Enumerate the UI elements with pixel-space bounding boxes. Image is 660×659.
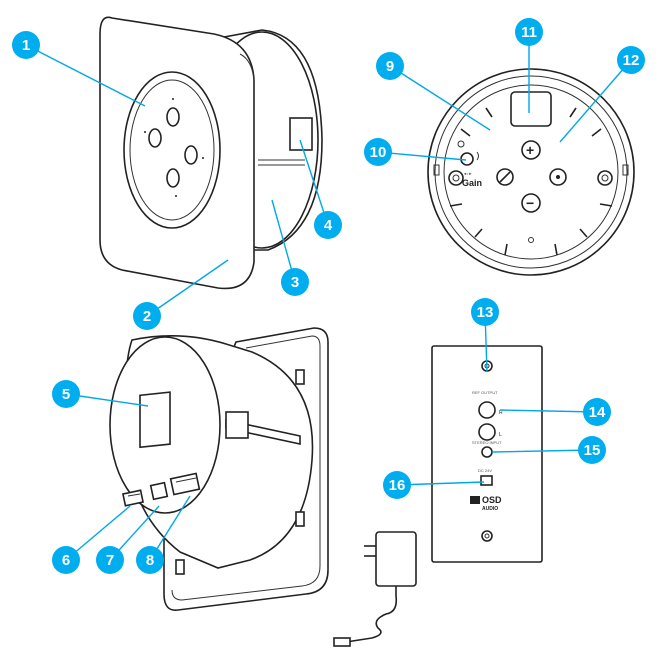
- speaker-rear-angled-view: [109, 327, 329, 611]
- callout-12: 12: [617, 46, 645, 74]
- svg-text:3: 3: [291, 274, 299, 291]
- callout-4: 4: [314, 211, 342, 239]
- wallplate-right-label: R: [499, 410, 503, 416]
- callout-6: 6: [52, 546, 80, 574]
- svg-text:16: 16: [389, 477, 406, 494]
- brand-logo-text: OSD: [482, 495, 502, 505]
- svg-text:STEREO INPUT: STEREO INPUT: [472, 440, 502, 445]
- minus-terminal-label: −: [526, 195, 534, 211]
- callout-5: 5: [52, 380, 80, 408]
- svg-text:13: 13: [477, 304, 494, 321]
- svg-text:8: 8: [146, 552, 154, 569]
- svg-text:12: 12: [623, 52, 640, 69]
- wallplate-left-label: L: [499, 432, 502, 438]
- plus-terminal-label: +: [526, 142, 534, 158]
- callout-15: 15: [578, 436, 606, 464]
- callout-11: 11: [515, 18, 543, 46]
- callout-9: 9: [376, 52, 404, 80]
- callout-13: 13: [471, 298, 499, 326]
- brand-logo-subtext: AUDIO: [482, 506, 498, 512]
- svg-text:14: 14: [589, 404, 606, 421]
- svg-text:1: 1: [22, 37, 30, 54]
- svg-text:4: 4: [324, 217, 333, 234]
- svg-text:15: 15: [584, 442, 601, 459]
- callout-10: 10: [364, 138, 392, 166]
- svg-text:◄•►: ◄•►: [463, 171, 472, 176]
- callout-3: 3: [281, 268, 309, 296]
- svg-text:10: 10: [370, 144, 387, 161]
- callout-8: 8: [136, 546, 164, 574]
- callout-2: 2: [133, 302, 161, 330]
- svg-text:2: 2: [143, 308, 151, 325]
- callout-14: 14: [583, 398, 611, 426]
- power-adapter-icon: [333, 531, 417, 647]
- terminal-block-icon: [122, 472, 201, 507]
- callout-1: 1: [12, 31, 40, 59]
- speaker-front-view: [99, 16, 323, 290]
- svg-text:11: 11: [521, 24, 537, 41]
- svg-text:5: 5: [62, 386, 70, 403]
- callout-7: 7: [96, 546, 124, 574]
- svg-text:9: 9: [386, 58, 394, 75]
- wall-plate: REF OUTPUT R L STEREO INPUT DC 24V OSD A…: [431, 345, 543, 563]
- callout-16: 16: [383, 471, 411, 499]
- speaker-back-view: Gain ◄•► + −: [427, 68, 635, 276]
- gain-label: Gain: [462, 178, 482, 188]
- svg-text:DC 24V: DC 24V: [478, 468, 492, 473]
- svg-text:6: 6: [62, 552, 70, 569]
- svg-text:REF OUTPUT: REF OUTPUT: [472, 390, 498, 395]
- svg-text:7: 7: [106, 552, 114, 569]
- callout-badges: 1 2 3 4 5 6 7 8 9 10 11 12 13 14 15 16: [12, 18, 645, 574]
